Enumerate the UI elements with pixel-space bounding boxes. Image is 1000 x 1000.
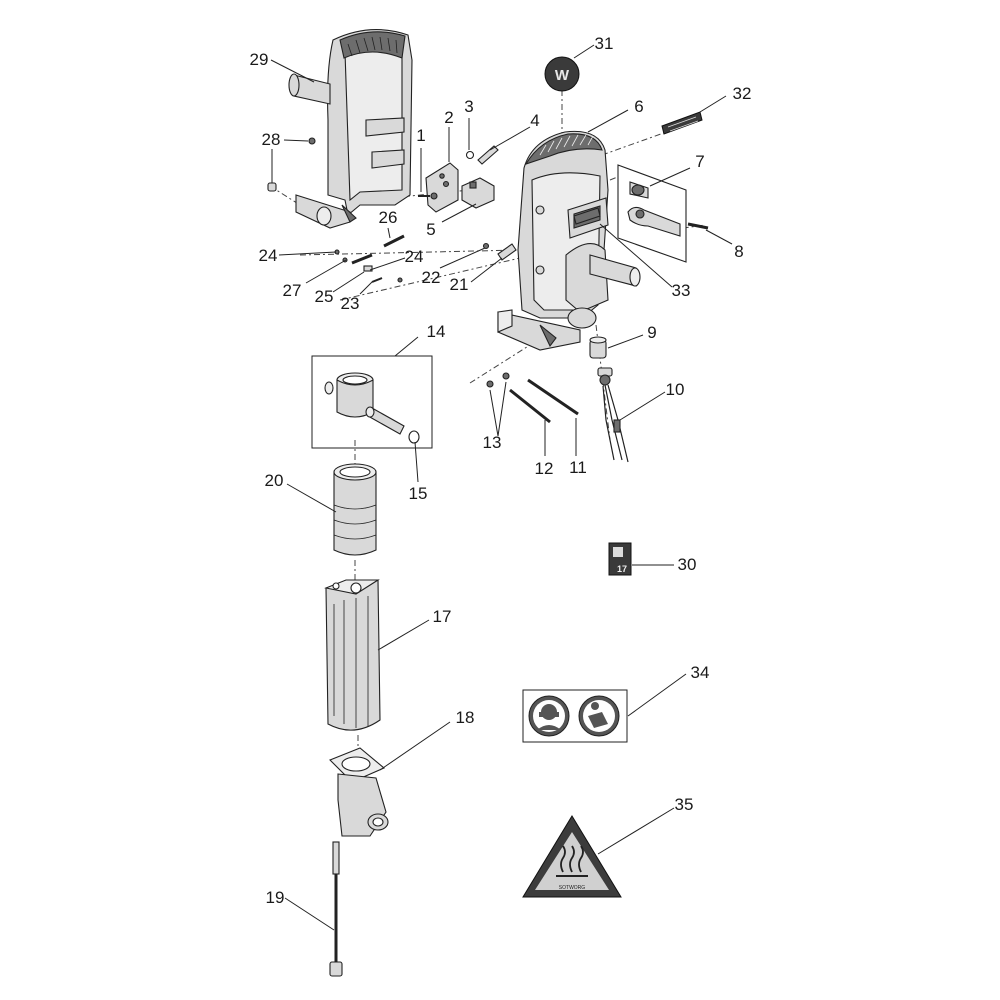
callout-6: 6 [634, 97, 643, 116]
sub-assembly-box [311, 355, 433, 449]
callout-26: 26 [379, 208, 398, 227]
pin-8 [687, 222, 709, 230]
rear-housing-shell [288, 29, 413, 229]
callout-8: 8 [734, 242, 743, 261]
callout-10: 10 [666, 380, 685, 399]
switch-assembly [418, 145, 499, 213]
logo-badge: W [544, 56, 580, 92]
callout-21: 21 [450, 275, 469, 294]
callout-32: 32 [733, 84, 752, 103]
callout-22: 22 [422, 268, 441, 287]
callout-35: 35 [675, 795, 694, 814]
callout-31: 31 [595, 34, 614, 53]
handle-bracket-panel [617, 164, 687, 263]
callout-13: 13 [483, 433, 502, 452]
callout-29: 29 [250, 50, 269, 69]
callout-34: 34 [691, 663, 710, 682]
callout-33: 33 [672, 281, 691, 300]
callout-20: 20 [265, 471, 284, 490]
callout-3: 3 [464, 97, 473, 116]
rating-label: 17 [608, 542, 632, 576]
handle-grip-33 [573, 207, 601, 225]
cable-entry-group [486, 336, 629, 463]
callout-24-left: 24 [259, 246, 278, 265]
chuck-body [329, 747, 389, 837]
nameplate-label [661, 111, 703, 135]
callout-7: 7 [695, 152, 704, 171]
callout-14: 14 [427, 322, 446, 341]
callout-9: 9 [647, 323, 656, 342]
callout-numbers: 1 2 3 4 5 6 7 8 9 10 11 12 13 14 15 17 1… [250, 34, 752, 907]
callout-2: 2 [444, 108, 453, 127]
safety-sticker [522, 689, 628, 743]
callout-25: 25 [315, 287, 334, 306]
callout-11: 11 [569, 458, 587, 477]
callout-18: 18 [456, 708, 475, 727]
logo-letter: W [555, 67, 570, 84]
warning-caption: SOTWORG [559, 885, 585, 891]
callout-12: 12 [535, 459, 554, 478]
fastener-group [334, 234, 517, 283]
cylinder-sleeve [333, 463, 377, 556]
rating-label-number: 17 [617, 564, 627, 574]
cylinder-housing [324, 579, 381, 731]
callout-27: 27 [283, 281, 302, 300]
callout-23: 23 [341, 294, 360, 313]
callout-4: 4 [530, 111, 539, 130]
callout-28: 28 [262, 130, 281, 149]
callout-5: 5 [426, 220, 435, 239]
main-motor-housing [497, 130, 641, 351]
callout-24-right: 24 [405, 247, 424, 266]
callout-15: 15 [409, 484, 428, 503]
long-rod [329, 841, 343, 977]
callout-1: 1 [416, 126, 425, 145]
callout-19: 19 [266, 888, 285, 907]
callout-30: 30 [678, 555, 697, 574]
leader-lines [270, 44, 733, 931]
hot-surface-warning-sign: SOTWORG [522, 815, 622, 898]
callout-17: 17 [433, 607, 452, 626]
